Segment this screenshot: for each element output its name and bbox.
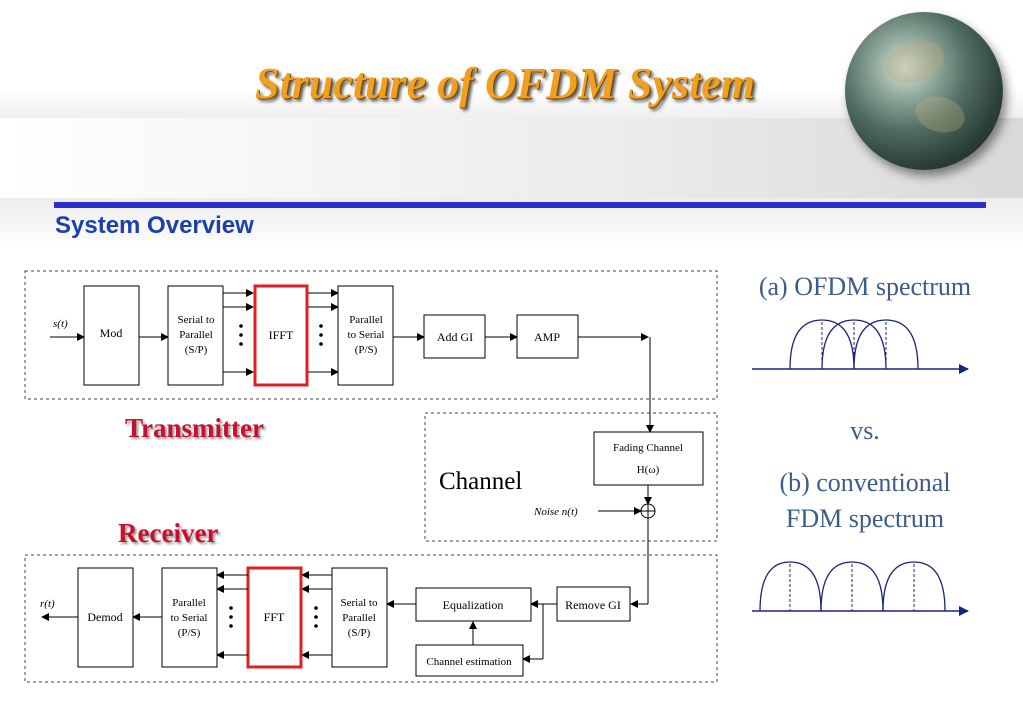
noise-label: Noise n(t) xyxy=(533,506,578,518)
fdm-spectrum-graph xyxy=(752,561,969,616)
channel-group xyxy=(424,412,718,542)
ellipsis-dot xyxy=(239,333,243,337)
sp-label-tx-3: (S/P) xyxy=(185,344,208,356)
demod-label: Demod xyxy=(87,610,122,624)
equalization-label: Equalization xyxy=(443,598,504,612)
ellipsis-dot xyxy=(239,324,243,328)
page-title: Structure of OFDM System xyxy=(255,59,755,108)
ellipsis-dot xyxy=(239,342,243,346)
ps-label-tx-1: Parallel xyxy=(349,314,383,326)
fading-channel-h: H(ω) xyxy=(637,464,660,476)
add-gi-label: Add GI xyxy=(437,330,473,344)
ps-label-tx-2: to Serial xyxy=(348,329,385,341)
ps-block-rx xyxy=(161,567,218,668)
sp-label-rx-2: Parallel xyxy=(342,612,376,624)
mod-block xyxy=(83,285,140,386)
fading-channel-label: Fading Channel xyxy=(613,442,683,454)
sp-block-tx xyxy=(167,285,224,386)
fft-block xyxy=(246,566,303,669)
channel-estimation-block xyxy=(415,644,524,677)
mod-label: Mod xyxy=(100,326,123,340)
subcarrier-lobe xyxy=(821,319,887,370)
carrier-lobe xyxy=(820,561,884,612)
ps-label-rx-1: Parallel xyxy=(172,597,206,609)
carrier-lobe xyxy=(882,561,946,612)
sp-label-tx-2: Parallel xyxy=(179,329,213,341)
ifft-block xyxy=(253,284,309,387)
subcarrier-lobe xyxy=(789,319,855,370)
fdm-spectrum-label-line2: FDM spectrum xyxy=(785,504,945,533)
ps-label-tx-3: (P/S) xyxy=(355,344,378,356)
ellipsis-dot xyxy=(229,615,233,619)
section-subtitle: System Overview xyxy=(55,212,254,239)
ellipsis-dot xyxy=(314,615,318,619)
sp-label-rx-3: (S/P) xyxy=(348,627,371,639)
fading-channel-block xyxy=(593,431,704,486)
ps-block-tx xyxy=(337,285,394,386)
remove-gi-label: Remove GI xyxy=(565,598,621,612)
ofdm-spectrum-label: (a) OFDM spectrum xyxy=(758,272,972,301)
sp-block-rx xyxy=(331,567,388,668)
demod-block xyxy=(77,567,134,668)
ellipsis-dot xyxy=(314,624,318,628)
ellipsis-dot xyxy=(229,624,233,628)
ellipsis-dot xyxy=(229,606,233,610)
ellipsis-dot xyxy=(319,333,323,337)
output-signal-label: r(t) xyxy=(40,598,55,610)
sp-label-rx-1: Serial to xyxy=(341,597,378,609)
receiver-label: Receiver xyxy=(118,518,219,548)
transmitter-group xyxy=(24,270,718,400)
ellipsis-dot xyxy=(319,342,323,346)
receiver-group xyxy=(24,554,718,683)
transmitter-label: Transmitter xyxy=(125,413,264,443)
channel-estimation-label: Channel estimation xyxy=(426,656,512,668)
ofdm-spectrum-graph xyxy=(752,319,969,374)
fdm-spectrum-label-line1: (b) conventional xyxy=(779,468,951,497)
ifft-label: IFFT xyxy=(269,328,294,342)
amp-label: AMP xyxy=(534,330,560,344)
ps-label-rx-3: (P/S) xyxy=(178,627,201,639)
vs-label: vs. xyxy=(850,416,880,445)
add-gi-block xyxy=(423,314,486,359)
ps-label-rx-2: to Serial xyxy=(171,612,208,624)
fft-label: FFT xyxy=(264,610,285,624)
equalization-block xyxy=(415,587,532,622)
ellipsis-dot xyxy=(314,606,318,610)
input-signal-label: s(t) xyxy=(53,318,68,330)
channel-label: Channel xyxy=(439,468,522,495)
carrier-lobe xyxy=(759,561,822,612)
globe-icon xyxy=(845,12,1003,170)
subcarrier-lobe xyxy=(853,319,919,370)
background-band xyxy=(0,118,1023,198)
remove-gi-block xyxy=(556,586,631,622)
title-rule xyxy=(54,202,986,208)
ellipsis-dot xyxy=(319,324,323,328)
sp-label-tx-1: Serial to xyxy=(178,314,215,326)
